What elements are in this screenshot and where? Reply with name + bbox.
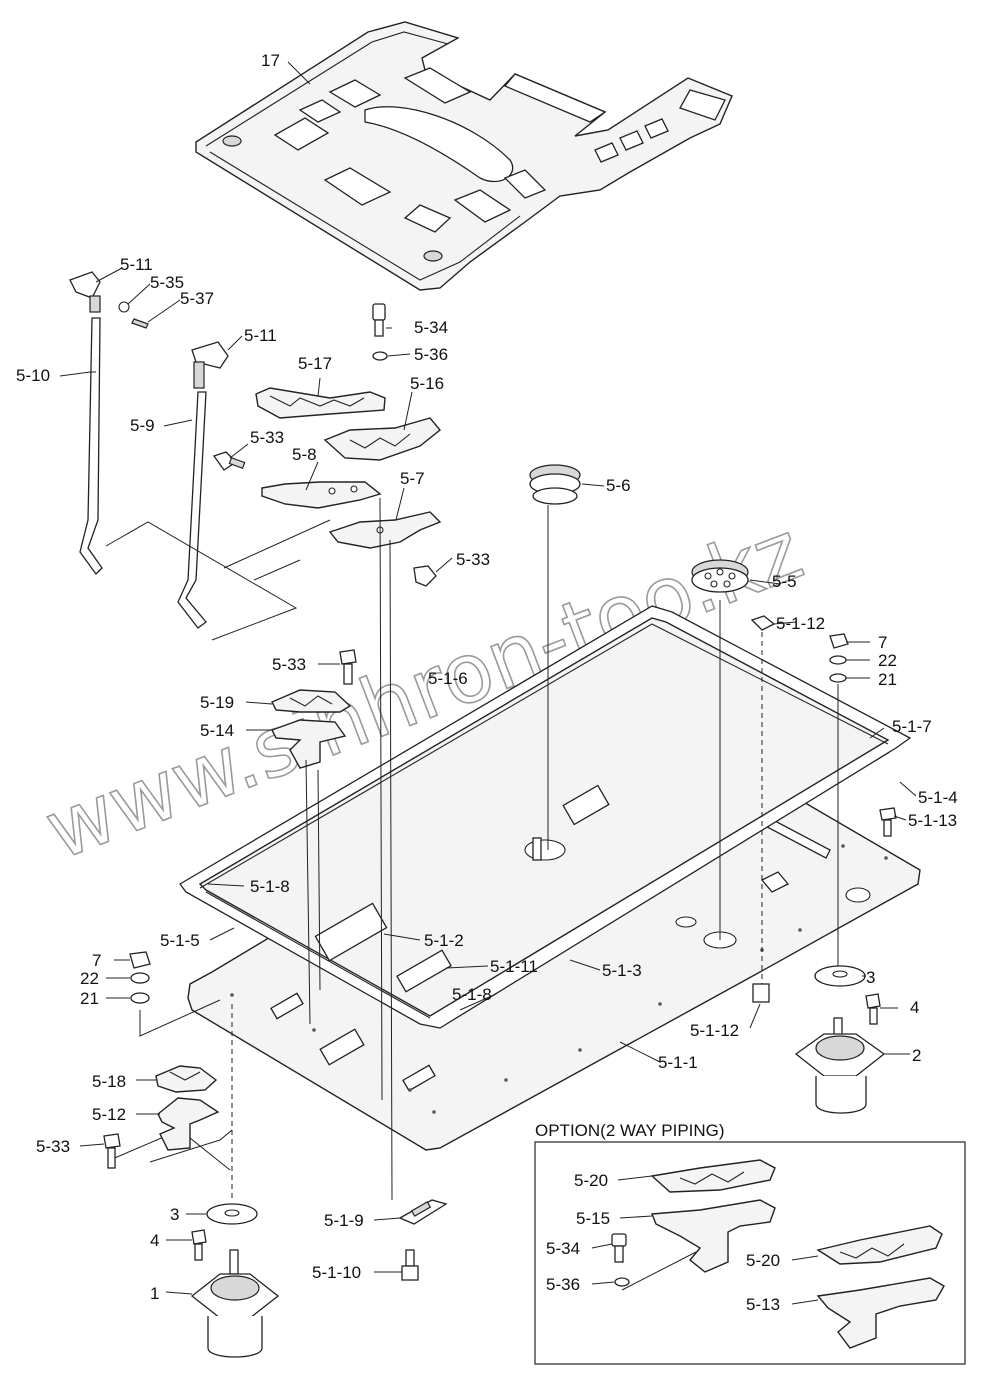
mount-1 <box>190 1249 280 1358</box>
label-5-34-b: 5-34 <box>546 1239 580 1258</box>
label-5-1-3: 5-1-3 <box>602 961 642 980</box>
label-5-1-13: 5-1-13 <box>908 811 957 830</box>
label-5-1-2: 5-1-2 <box>424 931 464 950</box>
label-5-5: 5-5 <box>772 572 797 591</box>
label-5-11-b: 5-11 <box>244 326 277 345</box>
pedal-5-17 <box>255 387 386 419</box>
label-4-b: 4 <box>150 1231 159 1250</box>
bracket-5-12 <box>157 1097 220 1151</box>
label-5-16: 5-16 <box>410 374 444 393</box>
label-5-1-4: 5-1-4 <box>918 788 958 807</box>
plate-5-1-3 <box>179 605 912 1029</box>
label-22-b: 22 <box>80 969 99 988</box>
washer-stack-right <box>829 633 849 683</box>
label-5-15: 5-15 <box>576 1209 610 1228</box>
label-5-1-10: 5-1-10 <box>312 1263 361 1282</box>
label-5-1-12-a: 5-1-12 <box>776 614 825 633</box>
label-5-1-7: 5-1-7 <box>892 717 932 736</box>
label-5-1-1: 5-1-1 <box>658 1053 698 1072</box>
label-21-a: 21 <box>878 670 897 689</box>
label-5-36-b: 5-36 <box>546 1275 580 1294</box>
washer-stack-left <box>129 951 151 1004</box>
leader-lines <box>59 61 917 1305</box>
damper-washer-3-left <box>206 1203 258 1225</box>
label-5-6: 5-6 <box>606 476 631 495</box>
pedal-5-18 <box>155 1065 218 1093</box>
label-5-20-a: 5-20 <box>574 1171 608 1190</box>
clip-5-1-12-top <box>750 615 776 631</box>
part-labels: 17 5-11 5-35 5-37 5-11 5-10 5-9 5-34 5-3… <box>16 51 958 1314</box>
bolt-5-33-a <box>212 451 246 471</box>
pedal-5-19 <box>271 689 352 713</box>
boot-5-6 <box>529 464 581 505</box>
label-3-a: 3 <box>866 968 875 987</box>
label-5-1-11: 5-1-11 <box>490 957 538 976</box>
label-5-1-8-b: 5-1-8 <box>452 985 492 1004</box>
label-5-8: 5-8 <box>292 445 317 464</box>
bolt-4-left <box>191 1229 207 1261</box>
label-3-b: 3 <box>170 1205 179 1224</box>
option-box: OPTION(2 WAY PIPING) <box>534 1121 966 1365</box>
label-5-1-6: 5-1-6 <box>428 669 468 688</box>
label-5-19: 5-19 <box>200 693 234 712</box>
damper-washer-3-right <box>814 965 866 987</box>
label-5-9: 5-9 <box>130 416 155 435</box>
label-5-1-9: 5-1-9 <box>324 1211 364 1230</box>
clip-5-1-12-mid <box>760 871 790 893</box>
label-5-33-d: 5-33 <box>36 1137 70 1156</box>
label-5-18: 5-18 <box>92 1072 126 1091</box>
label-5-33-a: 5-33 <box>250 428 284 447</box>
label-22-a: 22 <box>878 651 897 670</box>
label-5-1-8-a: 5-1-8 <box>250 877 290 896</box>
label-5-36: 5-36 <box>414 345 448 364</box>
label-5-11-a: 5-11 <box>120 255 153 274</box>
label-5-12: 5-12 <box>92 1105 126 1124</box>
lever-5-9 <box>177 341 229 629</box>
label-5-34: 5-34 <box>414 318 448 337</box>
label-5-37: 5-37 <box>180 289 214 308</box>
bolt-5-33-b <box>413 565 437 587</box>
bolt-5-1-10 <box>401 1249 419 1281</box>
label-5-35: 5-35 <box>150 273 184 292</box>
label-5-14: 5-14 <box>200 721 234 740</box>
bracket-5-8 <box>261 481 382 509</box>
option-title: OPTION(2 WAY PIPING) <box>535 1121 725 1140</box>
label-21-b: 21 <box>80 989 99 1008</box>
lever-5-10 <box>69 271 149 575</box>
label-1: 1 <box>150 1284 159 1303</box>
floor-mat-part <box>195 21 733 291</box>
label-5-33-c: 5-33 <box>272 655 306 674</box>
label-5-20-b: 5-20 <box>746 1251 780 1270</box>
label-5-1-5: 5-1-5 <box>160 931 200 950</box>
bolt-5-33-d <box>103 1133 121 1169</box>
label-17: 17 <box>261 51 280 70</box>
grommet-5-1-9 <box>398 1199 448 1225</box>
label-5-10: 5-10 <box>16 366 50 385</box>
pedal-5-16 <box>323 417 441 461</box>
bolt-5-34-top <box>372 303 388 361</box>
lever-guide-line <box>105 521 298 641</box>
label-7-a: 7 <box>878 633 887 652</box>
label-5-13: 5-13 <box>746 1295 780 1314</box>
boot-5-5 <box>691 559 749 593</box>
bracket-5-7 <box>328 511 442 549</box>
label-2: 2 <box>912 1046 921 1065</box>
mount-2 <box>794 1017 886 1114</box>
bracket-5-14 <box>271 719 347 769</box>
bolt-5-33-c <box>339 649 357 685</box>
plate-5-1-7-channel <box>199 623 889 1019</box>
label-5-1-12-b: 5-1-12 <box>690 1021 739 1040</box>
clip-5-1-12-bottom <box>752 983 770 1003</box>
label-5-7: 5-7 <box>400 469 425 488</box>
bolt-5-1-13 <box>879 807 897 837</box>
label-4-a: 4 <box>910 998 919 1017</box>
label-7-b: 7 <box>92 951 101 970</box>
bolt-4-right <box>865 993 881 1025</box>
label-5-17: 5-17 <box>298 354 332 373</box>
label-5-33-b: 5-33 <box>456 550 490 569</box>
